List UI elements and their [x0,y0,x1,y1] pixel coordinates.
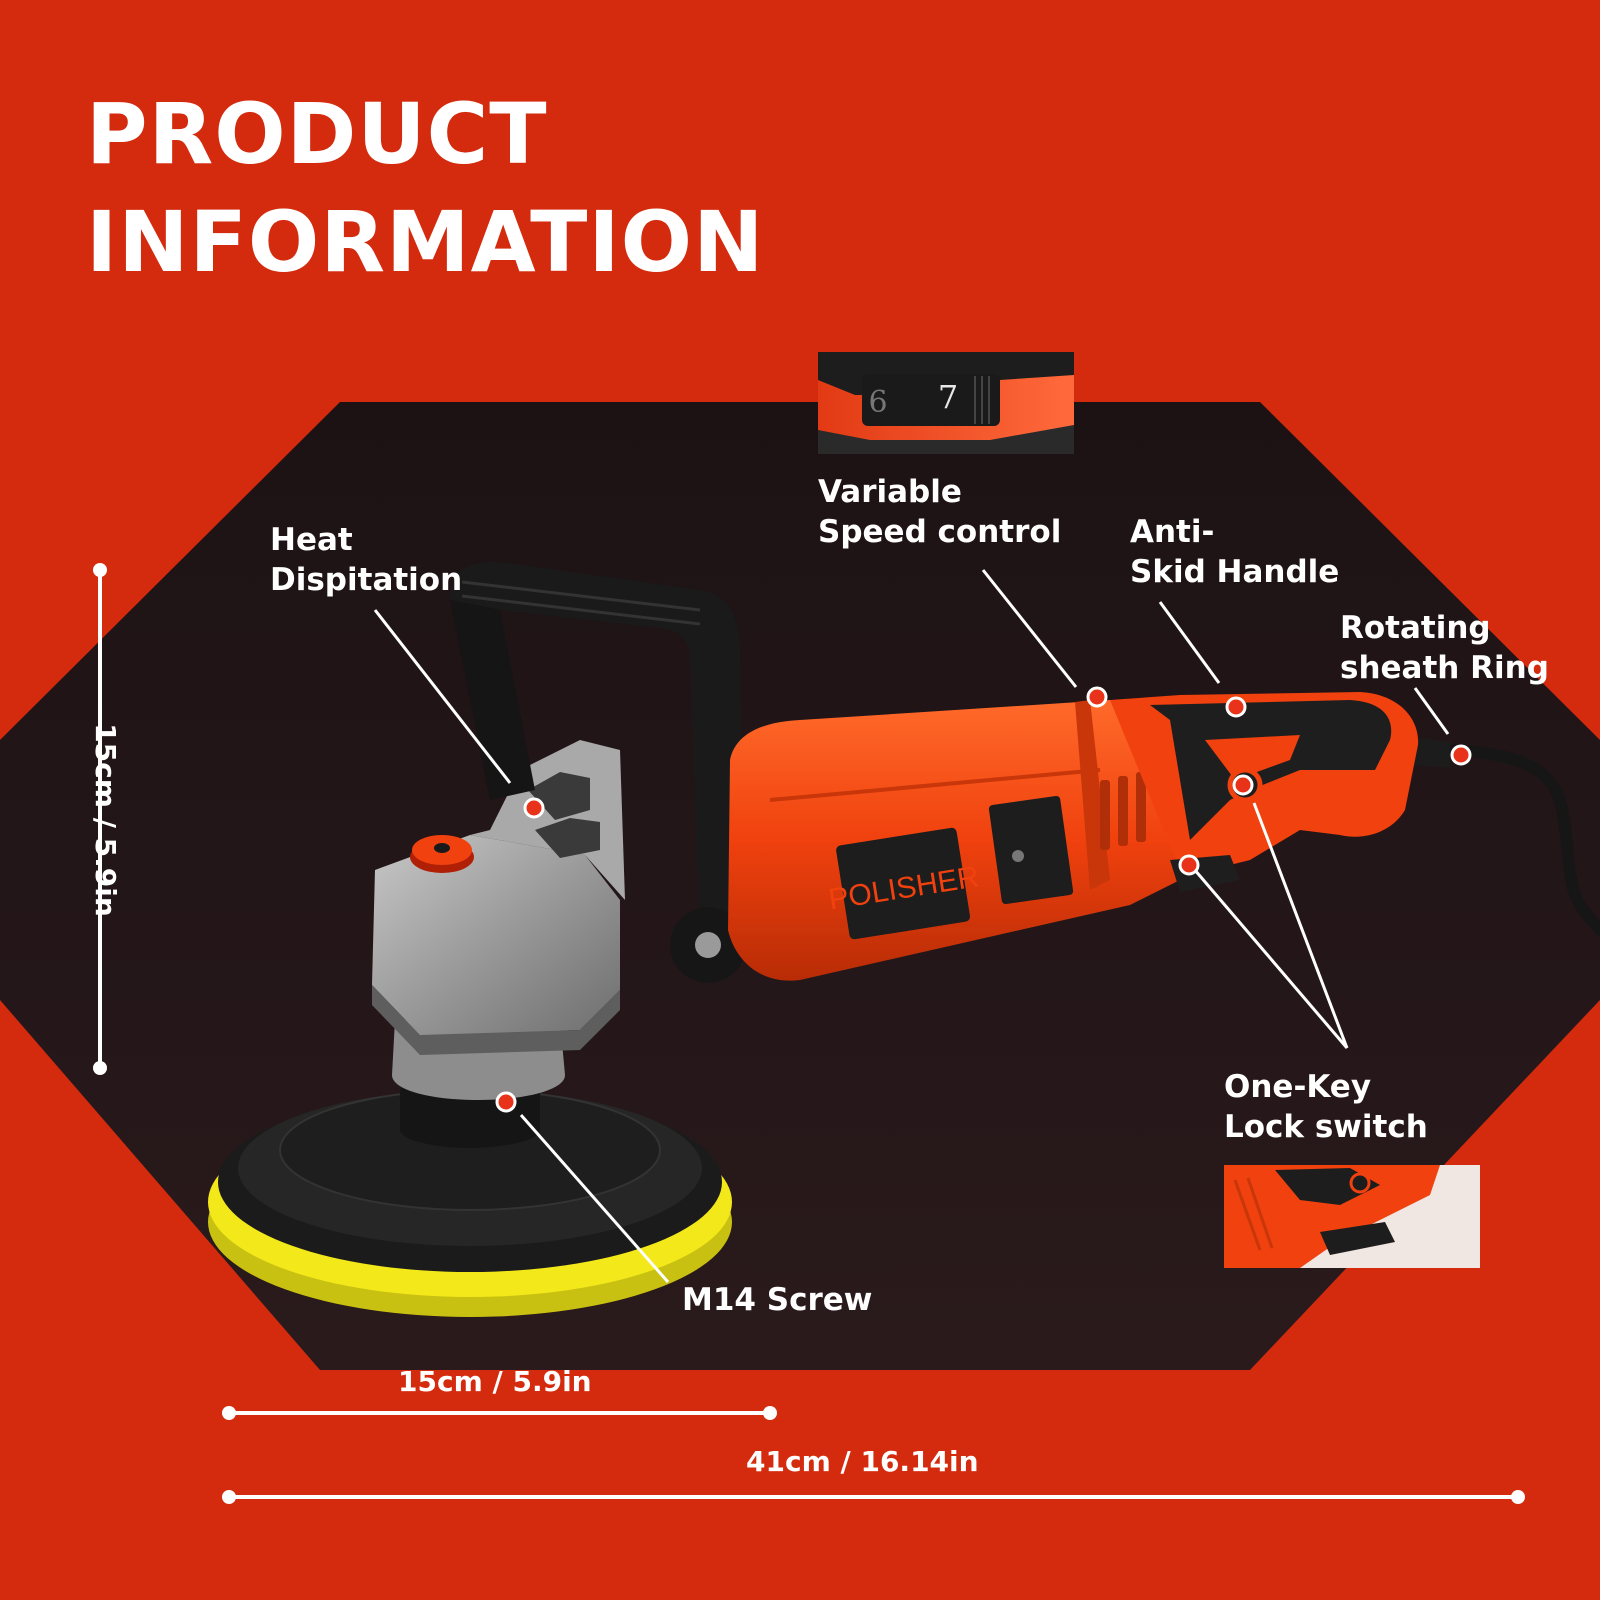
dimension-total-length-label: 41cm / 16.14in [746,1445,979,1478]
callout-handle-line-2: Skid Handle [1130,554,1340,590]
headline-line-1: PRODUCT [86,85,548,183]
callout-variable-speed: Variable Speed control [818,472,1061,552]
callout-lines [373,569,1450,1283]
callout-lock-line-1: One-Key [1224,1069,1372,1105]
callout-rotating-sheath-ring: Rotating sheath Ring [1340,608,1549,688]
dimension-pad-width-label: 15cm / 5.9in [398,1365,592,1398]
callout-m14-screw: M14 Screw [682,1282,873,1318]
callout-speed-line-1: Variable [818,474,962,510]
lock-switch-inset [1224,1165,1480,1268]
callout-heat-line-1: Heat [270,522,353,558]
side-handle [450,561,746,983]
callout-ring-line-2: sheath Ring [1340,650,1549,686]
speed-dial-inset [818,352,1074,454]
callout-lock-line-2: Lock switch [1224,1109,1428,1145]
callout-one-key-lock-switch: One-Key Lock switch [1224,1067,1428,1147]
callout-ring-line-1: Rotating [1340,610,1491,646]
headline-line-2: INFORMATION [86,193,765,291]
dial-digit-left: 6 [868,385,887,420]
dimension-endpoints [93,563,1525,1504]
callout-anti-skid-handle: Anti- Skid Handle [1130,512,1339,592]
dial-digit-right: 7 [938,378,958,416]
dimension-lines [98,570,1518,1499]
callout-heat-dissipation: Heat Dispitation [270,520,462,600]
dimension-height-label: 15cm / 5.9in [89,723,122,917]
callout-handle-line-1: Anti- [1130,514,1215,550]
callout-dots [495,686,1472,1113]
callout-speed-line-2: Speed control [818,514,1062,550]
gear-head [372,740,625,1100]
motor-body [728,700,1200,981]
callout-heat-line-2: Dispitation [270,562,463,598]
